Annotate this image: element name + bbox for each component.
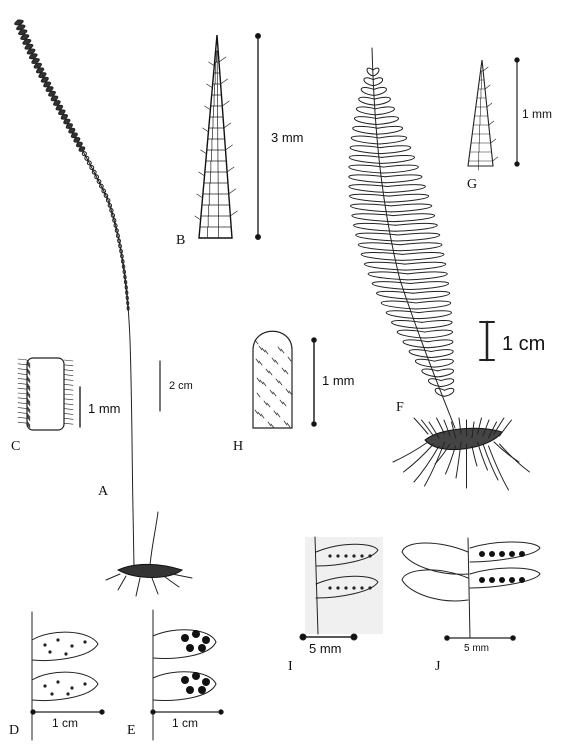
panel-f-fern <box>348 47 530 491</box>
panel-label-b: B <box>176 233 186 248</box>
scale-label-g: 1 mm <box>522 107 552 121</box>
panel-label-e: E <box>127 723 136 738</box>
panel-i-pinna-detail <box>299 536 383 641</box>
scale-label-a: 2 cm <box>169 380 193 392</box>
scale-label-b: 3 mm <box>271 130 304 145</box>
panel-label-j: J <box>435 659 441 674</box>
panel-label-a: A <box>98 484 109 499</box>
panel-label-d: D <box>9 723 20 738</box>
scale-label-c: 1 mm <box>88 401 121 416</box>
scale-label-i: 5 mm <box>309 641 342 656</box>
panel-e-pinna-detail <box>150 609 224 741</box>
panel-a-fern <box>14 19 193 597</box>
scale-label-f: 1 cm <box>502 333 546 355</box>
panel-b-pinna-apex <box>194 33 261 240</box>
scale-label-h: 1 mm <box>322 373 355 388</box>
panel-label-g: G <box>467 177 478 192</box>
panel-g-pinna-apex <box>467 57 520 171</box>
panel-label-c: C <box>11 439 21 454</box>
panel-d-pinna-detail <box>30 611 105 741</box>
panel-label-i: I <box>288 659 293 674</box>
scale-label-e: 1 cm <box>172 716 199 730</box>
panel-c-stipe-segment <box>17 357 81 431</box>
panel-label-f: F <box>396 400 404 415</box>
scale-label-j: 5 mm <box>464 643 489 654</box>
panel-h-stipe-segment <box>252 330 317 429</box>
panel-j-pinna-detail <box>401 537 541 641</box>
scale-label-d: 1 cm <box>52 716 79 730</box>
panel-label-h: H <box>233 439 244 454</box>
